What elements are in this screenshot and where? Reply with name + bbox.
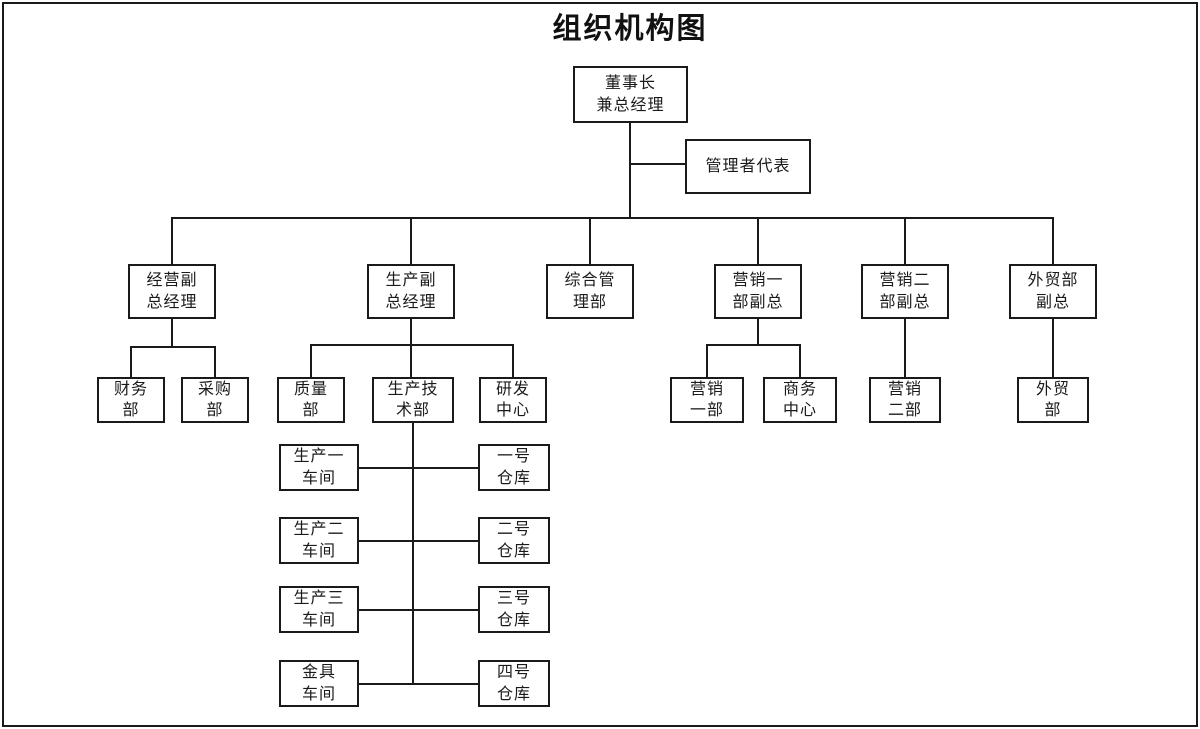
node-warehouse-4-label: 四号 仓库 <box>496 664 531 703</box>
node-production-vp: 生产副 总经理 <box>367 264 455 319</box>
node-production-technology-dept: 生产技 术部 <box>372 377 454 423</box>
node-quality-dept: 质量 部 <box>277 377 345 423</box>
node-foreign-trade-dept-label: 外贸 部 <box>1035 380 1070 419</box>
node-finance-dept-label: 财务 部 <box>113 380 148 419</box>
node-sales-dept-2-label: 营销 二部 <box>887 380 922 419</box>
node-foreign-trade-vp: 外贸部 副总 <box>1009 264 1097 319</box>
node-sales2-vp: 营销二 部副总 <box>861 264 949 319</box>
node-fitting-workshop-label: 金具 车间 <box>301 664 336 703</box>
node-fitting-workshop: 金具 车间 <box>279 660 359 707</box>
node-sales-dept-2: 营销 二部 <box>869 377 941 423</box>
node-rd-center: 研发 中心 <box>479 377 547 423</box>
node-workshop-3-label: 生产三 车间 <box>293 590 345 629</box>
node-warehouse-1: 一号 仓库 <box>478 444 550 491</box>
node-sales2-vp-label: 营销二 部副总 <box>879 272 931 311</box>
node-rd-center-label: 研发 中心 <box>495 380 530 419</box>
node-workshop-1: 生产一 车间 <box>279 444 359 491</box>
node-warehouse-3: 三号 仓库 <box>478 586 550 633</box>
node-sales1-vp: 营销一 部副总 <box>714 264 802 319</box>
node-general-admin-dept: 综合管 理部 <box>546 264 634 319</box>
node-chairman-label: 董事长 兼总经理 <box>596 75 665 114</box>
node-quality-dept-label: 质量 部 <box>293 380 328 419</box>
node-chairman: 董事长 兼总经理 <box>573 66 688 123</box>
node-workshop-2-label: 生产二 车间 <box>293 521 345 560</box>
node-executive-vp: 经营副 总经理 <box>128 264 216 319</box>
node-management-representative: 管理者代表 <box>685 139 811 194</box>
node-business-center-label: 商务 中心 <box>782 380 817 419</box>
node-general-admin-dept-label: 综合管 理部 <box>564 272 616 311</box>
node-warehouse-2-label: 二号 仓库 <box>496 521 531 560</box>
node-production-vp-label: 生产副 总经理 <box>385 272 437 311</box>
node-business-center: 商务 中心 <box>763 377 837 423</box>
node-foreign-trade-dept: 外贸 部 <box>1017 377 1089 423</box>
node-purchasing-dept-label: 采购 部 <box>197 380 232 419</box>
node-production-technology-dept-label: 生产技 术部 <box>387 380 439 419</box>
node-warehouse-4: 四号 仓库 <box>478 660 550 707</box>
node-warehouse-3-label: 三号 仓库 <box>496 590 531 629</box>
node-executive-vp-label: 经营副 总经理 <box>146 272 198 311</box>
node-sales-dept-1: 营销 一部 <box>670 377 744 423</box>
node-management-representative-label: 管理者代表 <box>705 157 791 175</box>
node-sales-dept-1-label: 营销 一部 <box>689 380 724 419</box>
node-foreign-trade-vp-label: 外贸部 副总 <box>1027 272 1079 311</box>
node-workshop-3: 生产三 车间 <box>279 586 359 633</box>
node-purchasing-dept: 采购 部 <box>181 377 249 423</box>
node-workshop-1-label: 生产一 车间 <box>293 448 345 487</box>
chart-title: 组织机构图 <box>552 13 708 45</box>
node-warehouse-2: 二号 仓库 <box>478 517 550 564</box>
node-workshop-2: 生产二 车间 <box>279 517 359 564</box>
node-finance-dept: 财务 部 <box>97 377 165 423</box>
node-sales1-vp-label: 营销一 部副总 <box>732 272 784 311</box>
node-warehouse-1-label: 一号 仓库 <box>496 448 531 487</box>
